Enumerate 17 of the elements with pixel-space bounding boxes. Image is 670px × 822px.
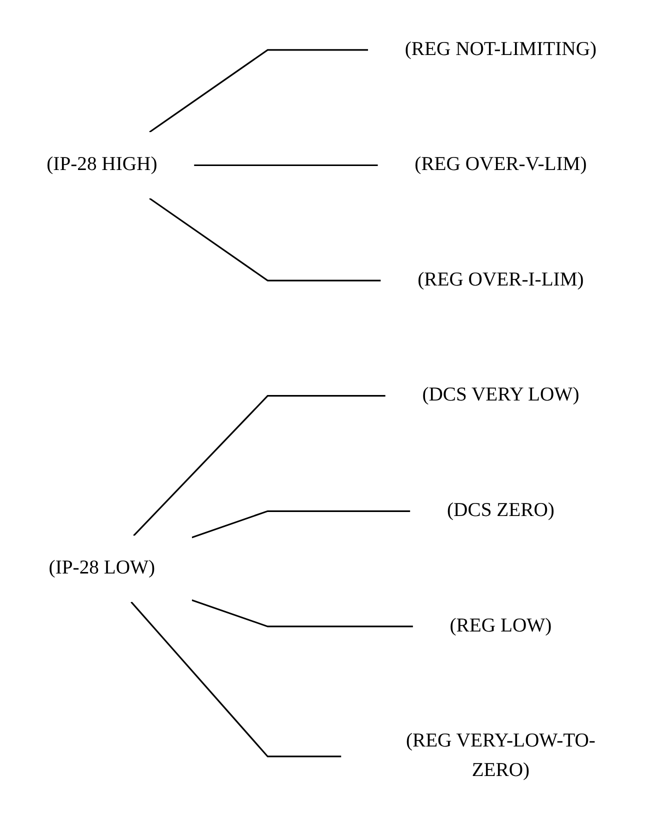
connector [194,164,378,166]
connector [130,602,342,758]
connector [192,600,413,628]
node-text: (IP-28 HIGH) [46,154,158,176]
node-text: (REG LOW) [450,616,552,637]
node-text: (DCS ZERO) [447,500,554,522]
node-text: (REG VERY-LOW-TO-ZERO) [406,731,596,782]
node-text: (REG OVER-V-LIM) [414,154,587,176]
connector [133,395,386,537]
node-text: (DCS VERY LOW) [422,385,580,406]
node-text: (IP-28 LOW) [48,558,156,580]
node-text: (REG OVER-I-LIM) [418,270,584,291]
connector [192,510,410,539]
tree-diagram: (IP-28 HIGH) (REG NOT-LIMITING) (REG OVER-V-LIM) (REG OVER-I-LIM) (IP-28 LOW) (DCS VERY LOW) (DCS ZERO) (REG LOW) (REG VERY-LOW-TO-ZERO) [0,7,670,815]
connector [149,50,368,134]
node-text: (REG NOT-LIMITING) [404,39,597,60]
connector [149,198,381,282]
